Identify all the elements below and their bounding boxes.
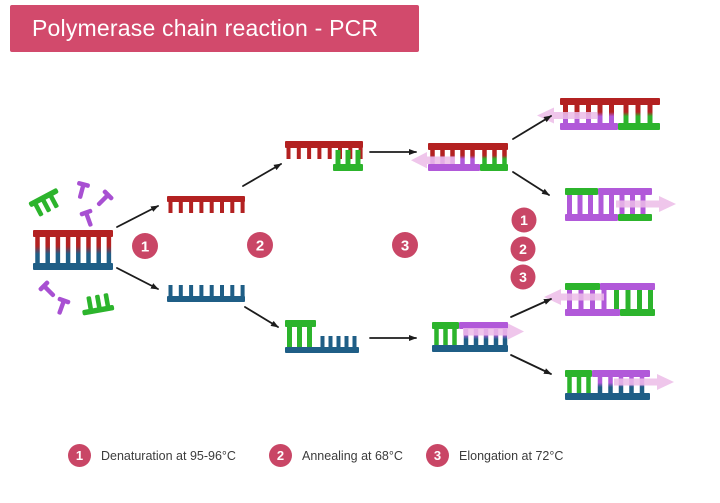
- step-number: 1: [141, 239, 149, 256]
- flow-arrows: [116, 115, 552, 375]
- legend-label: Elongation at 72°C: [459, 448, 564, 463]
- denatured-strand-red: [167, 196, 245, 213]
- legend-label: Denaturation at 95-96°C: [101, 448, 236, 463]
- step-badge-2: 2: [247, 232, 273, 258]
- primer-icon: [79, 292, 115, 316]
- step-number: 3: [519, 269, 527, 285]
- flow-arrow: [116, 205, 159, 228]
- title-banner: Polymerase chain reaction - PCR: [10, 5, 419, 52]
- product-strand-1: [537, 98, 660, 130]
- legend-item-denaturation: 1 Denaturation at 95-96°C: [68, 444, 236, 467]
- elongating-blue-template: [432, 322, 524, 352]
- product-strand-2: [565, 188, 676, 221]
- step-number: 2: [256, 238, 264, 255]
- legend-step-badge: 2: [269, 444, 292, 467]
- legend-item-annealing: 2 Annealing at 68°C: [269, 444, 403, 467]
- reagent-mix: [28, 180, 115, 317]
- flow-arrow: [510, 354, 552, 375]
- cycle-repeat-badges: 1 2 3: [510, 207, 537, 290]
- annealed-red-with-primer: [285, 141, 363, 171]
- nucleotide-icon: [79, 208, 98, 229]
- flow-arrow: [512, 171, 550, 196]
- flow-arrow: [242, 163, 282, 187]
- flow-arrow: [510, 298, 552, 318]
- nucleotide-icon: [93, 188, 115, 210]
- legend-step-badge: 1: [68, 444, 91, 467]
- flow-arrow: [116, 267, 159, 290]
- nucleotide-icon: [73, 180, 91, 201]
- template-dsdna: [33, 230, 113, 270]
- legend: 1 Denaturation at 95-96°C 2 Annealing at…: [0, 444, 720, 470]
- product-strand-4: [565, 370, 674, 400]
- extension-arrow-icon: [616, 196, 676, 212]
- step-badge-3: 3: [392, 232, 418, 258]
- extension-arrow-icon: [463, 323, 524, 340]
- extension-arrow-icon: [614, 374, 674, 390]
- product-strand-3: [544, 283, 655, 316]
- extension-arrow-icon: [411, 152, 455, 169]
- page-title: Polymerase chain reaction - PCR: [32, 15, 379, 41]
- step-badge-1: 1: [132, 233, 158, 259]
- annealed-blue-with-primer: [285, 320, 359, 353]
- flow-arrow: [512, 115, 552, 140]
- denatured-strand-blue: [167, 285, 245, 302]
- primer-icon: [28, 187, 65, 219]
- step-number: 2: [519, 241, 527, 257]
- nucleotide-icon: [52, 296, 71, 317]
- elongating-red-template: [411, 143, 508, 171]
- extension-arrow-icon: [544, 289, 604, 305]
- legend-label: Annealing at 68°C: [302, 448, 403, 463]
- nucleotide-icon: [37, 279, 59, 301]
- legend-step-badge: 3: [426, 444, 449, 467]
- flow-arrow: [244, 306, 279, 328]
- extension-arrow-icon: [537, 107, 597, 124]
- step-number: 3: [401, 238, 409, 255]
- legend-item-elongation: 3 Elongation at 72°C: [426, 444, 563, 467]
- step-number: 1: [520, 212, 528, 228]
